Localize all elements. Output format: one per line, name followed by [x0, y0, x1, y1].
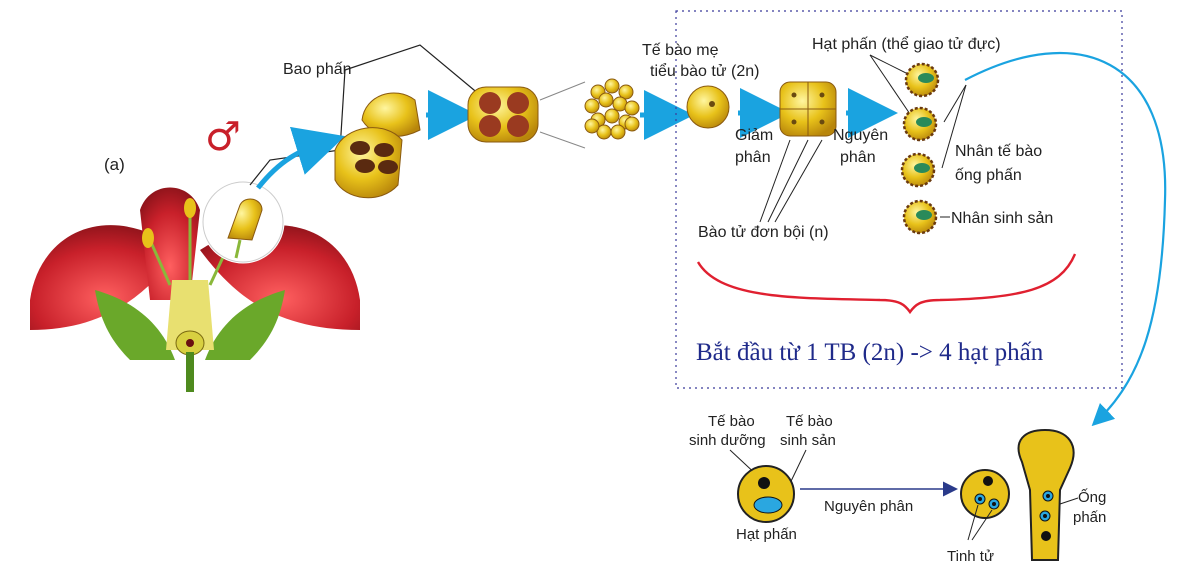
pollen-grain — [900, 152, 936, 188]
mother-cell-icon — [686, 85, 730, 129]
anther-section-icon — [467, 86, 539, 143]
pollen-grain-detail-icon — [737, 465, 795, 523]
label-giam-phan-2: phân — [735, 149, 771, 166]
microsporangium-cluster-icon — [584, 78, 640, 140]
microspore-dot — [598, 92, 614, 108]
label-giam-phan-1: Giảm — [735, 127, 773, 144]
summary-text: Bắt đầu từ 1 TB (2n) -> 4 hạt phấn — [696, 339, 1044, 366]
label-hat-phan-bottom: Hạt phấn — [736, 526, 797, 543]
label-te-bao-sd-1: Tế bào — [708, 413, 755, 430]
label-hat-phan-top: Hạt phấn (thể giao tử đực) — [812, 35, 1001, 53]
tetrad-icon — [779, 81, 837, 137]
microspore-dot — [604, 78, 620, 94]
microspore-dot — [584, 98, 600, 114]
pollen-grain — [902, 106, 938, 142]
flower-illustration — [30, 180, 360, 392]
label-ong-phan-1: Ống — [1078, 488, 1106, 506]
microspore-dot — [604, 108, 620, 124]
label-bao-phan: Bao phấn — [283, 61, 352, 78]
label-bao-tu-don-boi: Bào tử đơn bội (n) — [698, 224, 829, 241]
pollen-grain — [902, 199, 938, 235]
anther-icon — [334, 92, 421, 199]
pollen-tube-icon — [1017, 428, 1075, 561]
panel-label: (a) — [104, 155, 125, 174]
sperm-cell-pollen-icon — [960, 469, 1010, 519]
label-te-bao-ss-1: Tế bào — [786, 413, 833, 430]
pollen-grain — [904, 62, 940, 98]
flower-to-anther-arrow — [256, 126, 346, 190]
red-brace — [696, 253, 1077, 315]
label-te-bao-me-2: tiểu bào tử (2n) — [650, 62, 759, 80]
anther-bracket-line — [249, 44, 481, 186]
male-symbol: ♂ — [205, 114, 241, 160]
curved-blue-arrow — [964, 51, 1167, 427]
microspore-dot — [610, 124, 626, 140]
microspore-dot — [624, 116, 640, 132]
label-nguyen-phan-2: phân — [840, 149, 876, 166]
label-te-bao-ss-2: sinh sản — [780, 432, 836, 449]
label-tinh-tu: Tinh tử — [947, 548, 994, 565]
microspore-dot — [618, 84, 634, 100]
microspore-dot — [624, 100, 640, 116]
label-nhan-te-bao-2: ống phấn — [955, 167, 1022, 184]
microspore-dot — [584, 118, 600, 134]
label-ong-phan-2: phấn — [1073, 509, 1106, 526]
highlight-box — [675, 10, 1123, 389]
label-nguyen-phan-1: Nguyên — [833, 127, 888, 144]
label-nhan-sinh-san: Nhân sinh sản — [951, 210, 1053, 227]
label-nhan-te-bao-1: Nhân tế bào — [955, 143, 1042, 160]
pollen-grains — [900, 62, 940, 235]
label-te-bao-sd-2: sinh dưỡng — [689, 432, 766, 449]
label-nguyen-phan-bottom: Nguyên phân — [824, 498, 913, 515]
label-te-bao-me-1: Tế bào mẹ — [642, 42, 719, 59]
